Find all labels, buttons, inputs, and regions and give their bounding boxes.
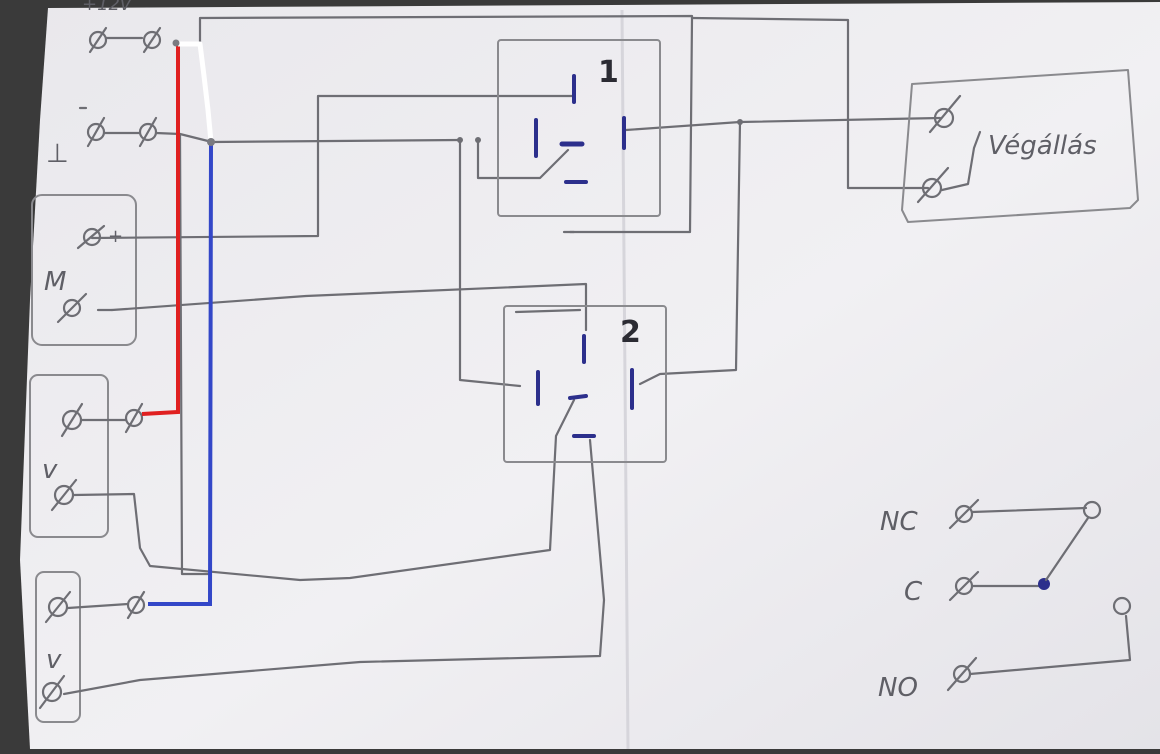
terminal-icon: [124, 408, 144, 428]
paper-sheet: [20, 2, 1160, 749]
v-upper-block: v: [29, 374, 144, 538]
label-12v: +12v: [82, 0, 131, 15]
label-motor: M: [44, 267, 66, 297]
pencil-wiring: [62, 14, 942, 696]
terminal-top-12v: +12v: [82, 0, 162, 54]
legend-no: NO: [878, 673, 918, 703]
label-ground: ⊥: [46, 139, 69, 169]
label-v-upper: v: [42, 455, 58, 485]
legend-nc: NC: [880, 507, 918, 537]
contact-legend: NC C NO: [878, 498, 1132, 703]
relay-1: 1: [457, 39, 743, 234]
switch-contact-icon: [921, 177, 943, 199]
end-switch-block: Végállás: [901, 69, 1139, 223]
v-lower-block: v: [35, 571, 146, 723]
relay-2: 2: [503, 305, 667, 463]
terminal-icon: [62, 298, 82, 318]
terminal-ground: ⊥: [46, 106, 214, 169]
white-wire: [178, 41, 214, 143]
terminal-icon: [41, 681, 63, 703]
switch-contact-icon: [954, 504, 974, 524]
negative-wire: [148, 141, 213, 606]
legend-c: C: [904, 577, 923, 607]
svg-text:+: +: [108, 226, 123, 247]
relay-2-number: 2: [620, 315, 641, 350]
relay-1-number: 1: [598, 55, 619, 90]
label-v-lower: v: [46, 645, 62, 675]
label-vegallas: Végállás: [988, 131, 1097, 161]
terminal-icon: [126, 595, 146, 615]
terminal-icon: [88, 30, 108, 50]
terminal-icon: [47, 596, 69, 618]
relay-contact-icon: [568, 394, 588, 400]
switch-contact-icon: [933, 107, 955, 129]
positive-wire: [141, 44, 180, 416]
terminal-icon: [142, 30, 162, 50]
motor-block: M +: [31, 194, 137, 346]
overlay-wires: [141, 39, 215, 606]
